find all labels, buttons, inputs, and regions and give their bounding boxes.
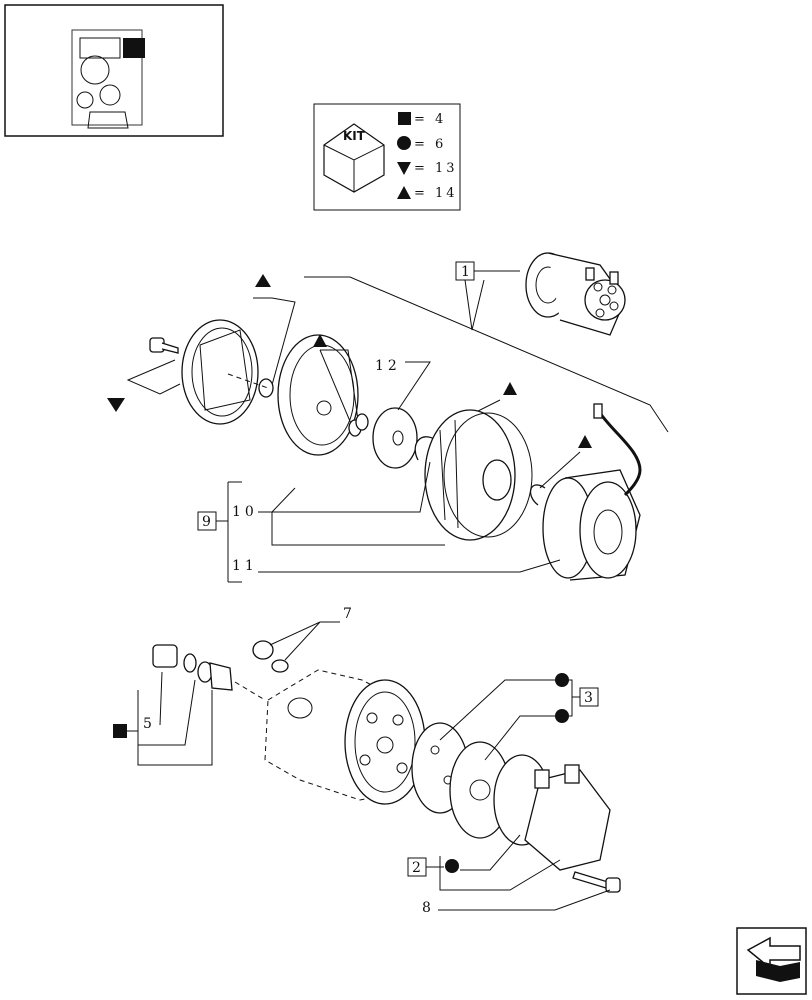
bolt-part [149, 337, 179, 354]
kit-entry-circle: = 6 [414, 137, 446, 152]
pressure-plate-part [181, 319, 259, 425]
engine-thumbnail[interactable] [4, 4, 224, 137]
arrow-back-icon [746, 936, 801, 982]
compressor-assembly-icon[interactable] [525, 252, 626, 336]
callout-3: 3 [584, 690, 597, 706]
callout-10: 10 [232, 504, 258, 520]
triangle-up-marker-icon-2 [313, 334, 327, 347]
kit-title: KIT [343, 129, 366, 143]
cylinder-head-part [524, 764, 611, 871]
pulley-part [424, 409, 533, 541]
circle-marker-icon-2 [555, 709, 569, 723]
engine-sketch [71, 29, 145, 129]
callout-7: 7 [343, 606, 356, 622]
triangle-down-marker-icon [107, 398, 125, 412]
circle-marker-icon [555, 673, 569, 687]
triangle-up-marker-icon-3 [503, 382, 517, 395]
kit-cube-icon [323, 123, 385, 193]
bolt-8-part [572, 871, 621, 893]
square-icon [398, 112, 411, 125]
triangle-up-marker-icon-4 [578, 435, 592, 448]
valve-cap-part [152, 644, 178, 668]
callout-9: 9 [202, 514, 215, 530]
callout-5: 5 [143, 716, 156, 732]
highlight-square [123, 38, 145, 58]
callout-12: 12 [375, 358, 401, 374]
triangle-up-icon [397, 186, 411, 199]
kit-legend: KIT = 4 = 6 = 13 = 14 [313, 103, 461, 211]
shim-part [372, 407, 418, 469]
circle-marker-icon-3 [445, 859, 459, 873]
kit-entry-triangle-down: = 13 [414, 161, 458, 176]
field-coil-part [542, 403, 642, 581]
kit-entry-square: = 4 [414, 112, 446, 127]
callout-2: 2 [412, 860, 425, 876]
triangle-up-marker-icon [255, 274, 271, 287]
callout-1: 1 [461, 264, 474, 280]
kit-entry-triangle-up: = 14 [414, 186, 458, 201]
triangle-down-icon [397, 162, 411, 175]
back-nav-button[interactable] [736, 927, 807, 995]
callout-8: 8 [422, 900, 435, 916]
compressor-body-part [264, 669, 426, 805]
square-marker-icon [113, 724, 127, 738]
valve-part [209, 662, 233, 691]
callout-11: 11 [232, 558, 258, 574]
hub-plate-part [277, 334, 359, 456]
circle-icon [397, 136, 411, 150]
